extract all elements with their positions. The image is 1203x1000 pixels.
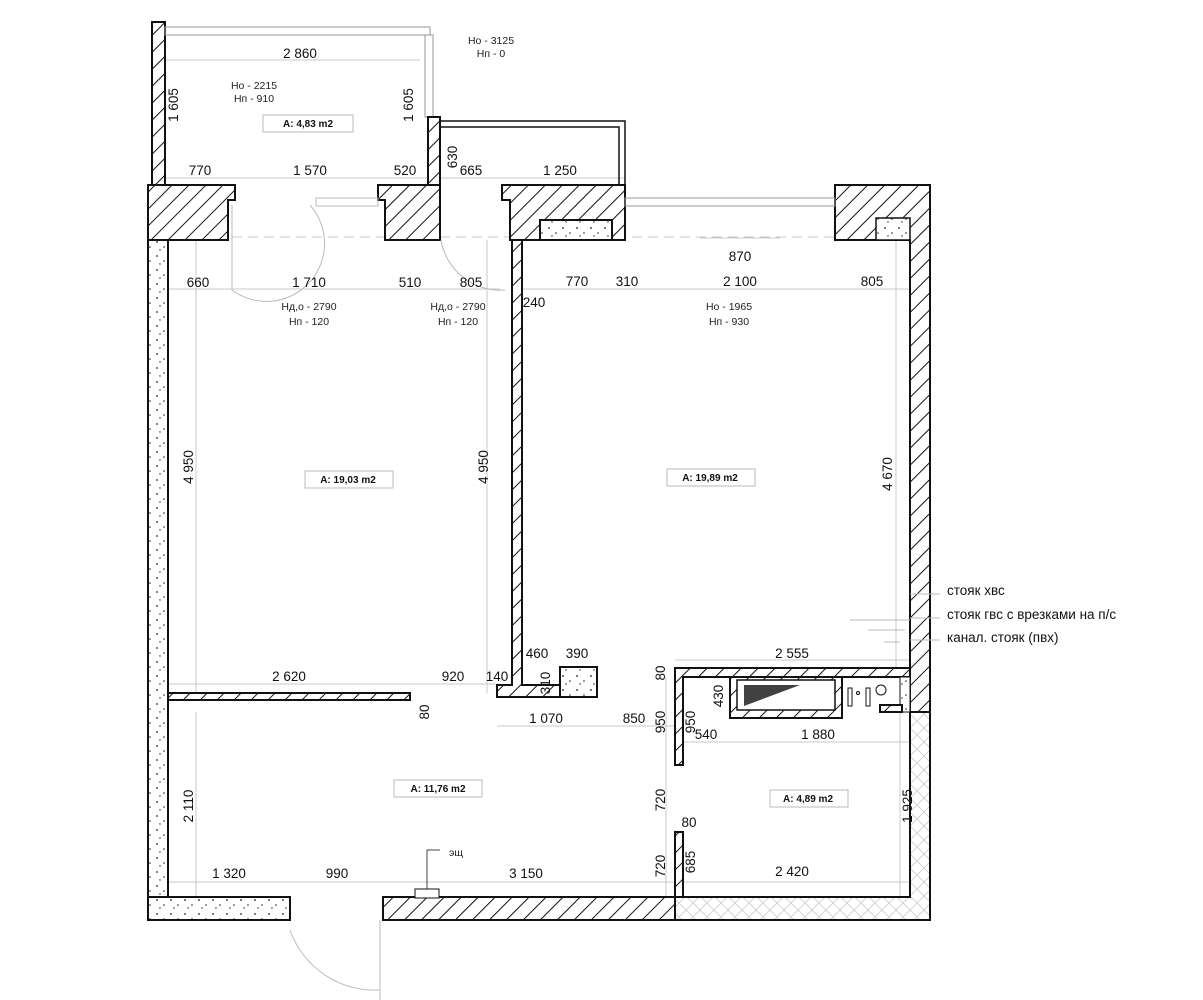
dimension-label: 660	[187, 275, 210, 290]
door-swings	[231, 204, 506, 1000]
interior-walls	[167, 239, 940, 899]
area-label-hall: A: 11,76 m2	[410, 784, 465, 795]
dimension-label: 80	[681, 815, 696, 830]
dimension-label: 1 320	[212, 866, 246, 881]
dimension-label: 1 570	[293, 163, 327, 178]
area-label-bathroom: A: 4,89 m2	[783, 794, 833, 805]
area-label-room-right: A: 19,89 m2	[682, 473, 738, 484]
dimension-label: 1 880	[801, 727, 835, 742]
dimension-label: 4 670	[880, 457, 895, 491]
dimension-label: 80	[653, 665, 668, 680]
dimension-label: 870	[729, 249, 752, 264]
dimension-label: 540	[695, 727, 718, 742]
dimension-label: 2 100	[723, 274, 757, 289]
labels: A: 4,83 m2 A: 19,03 m2 A: 19,89 m2 A: 11,76…	[166, 35, 1116, 881]
dimension-label: 1 710	[292, 275, 326, 290]
dimension-label: 520	[394, 163, 417, 178]
dimension-label: 685	[683, 851, 698, 874]
panel-label: эщ	[449, 847, 463, 859]
opening-note: Нп - 0	[477, 48, 506, 60]
dimension-lines	[165, 59, 910, 897]
dimension-label: 770	[566, 274, 589, 289]
dimension-label: 630	[445, 146, 460, 169]
dimension-label: 1 605	[166, 88, 181, 122]
dimension-label: 990	[326, 866, 349, 881]
dimension-label: 390	[566, 646, 589, 661]
exterior-walls	[147, 184, 931, 921]
dimension-label: 805	[861, 274, 884, 289]
dimension-label: 510	[399, 275, 422, 290]
balcony	[151, 21, 626, 186]
dimension-label: 1 925	[900, 789, 915, 823]
dimension-label: 2 860	[283, 46, 317, 61]
dimension-label: 1 250	[543, 163, 577, 178]
dimension-label: 310	[616, 274, 639, 289]
opening-note: Нп - 910	[234, 93, 274, 105]
opening-note: Нп - 120	[289, 316, 329, 328]
dimension-label: 2 110	[181, 790, 196, 823]
riser-label-cold-water: стояк хвс	[947, 583, 1005, 598]
dimension-label: 805	[460, 275, 483, 290]
dimension-label: 4 950	[476, 450, 491, 484]
dimension-label: 4 950	[181, 450, 196, 484]
dimension-label: 2 555	[775, 646, 809, 661]
opening-note: Нд,о - 2790	[281, 301, 336, 313]
opening-note: Но - 3125	[468, 35, 514, 47]
dimension-label: 310	[538, 672, 553, 695]
dimension-label: 80	[417, 704, 432, 719]
dimension-label: 2 620	[272, 669, 306, 684]
dimension-label: 140	[486, 669, 509, 684]
dimension-label: 770	[189, 163, 212, 178]
opening-note: Нп - 120	[438, 316, 478, 328]
dimension-label: 950	[653, 711, 668, 734]
opening-note: Нд,о - 2790	[430, 301, 485, 313]
dimension-label: 850	[623, 711, 646, 726]
dimension-label: 2 420	[775, 864, 809, 879]
dimension-label: 720	[653, 789, 668, 812]
dimension-label: 3 150	[509, 866, 543, 881]
dimension-label: 1 605	[401, 88, 416, 122]
area-label-room-left: A: 19,03 m2	[320, 475, 376, 486]
opening-note: Но - 2215	[231, 80, 277, 92]
dimension-label: 1 070	[529, 711, 563, 726]
opening-note: Но - 1965	[706, 301, 752, 313]
dimension-label: 430	[711, 685, 726, 708]
dimension-label: 950	[683, 711, 698, 734]
opening-note: Нп - 930	[709, 316, 749, 328]
dimension-label: 920	[442, 669, 465, 684]
dimension-label: 460	[526, 646, 549, 661]
riser-label-sewer: канал. стояк (пвх)	[947, 630, 1059, 645]
dimension-label: 665	[460, 163, 483, 178]
riser-label-hot-water: стояк гвс с врезками на п/с	[947, 607, 1116, 622]
area-label-balcony: A: 4,83 m2	[283, 119, 333, 130]
dimension-label: 720	[653, 855, 668, 878]
dimension-label: 240	[523, 295, 546, 310]
